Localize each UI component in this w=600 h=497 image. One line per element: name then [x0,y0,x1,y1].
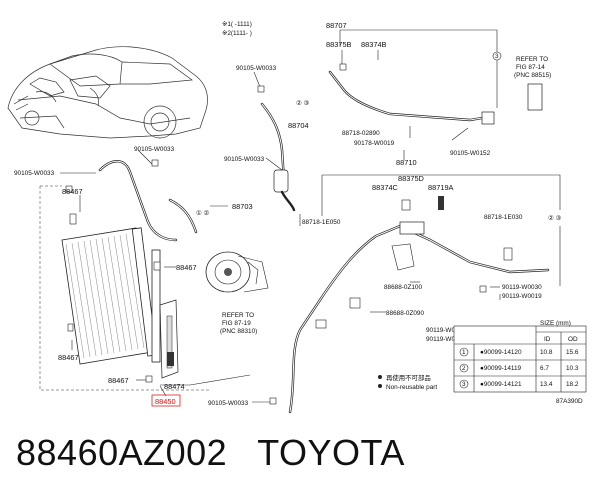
part-88710: 88710 [396,158,417,167]
part-88707: 88707 [326,21,347,30]
svg-text:再使用不可部品: 再使用不可部品 [386,373,431,382]
car-front-illustration [7,46,208,139]
refer-to-notes: REFER TO FIG 87-14 (PNC 88515) REFER TO … [220,56,551,335]
part-88688-0z090: 88688-0Z090 [386,310,424,317]
part-88375b: 88375B [326,40,352,49]
part-90119-w0019-a: 90119-W0019 [502,293,542,300]
svg-text:OD: OD [568,336,578,343]
part-number: 88460AZ002 [16,432,228,473]
condenser-assembly [61,213,179,383]
part-88374b: 88374B [361,40,387,49]
svg-text:FIG 87-14: FIG 87-14 [516,64,545,71]
svg-text:3: 3 [495,53,499,60]
marker-1: ② ③ [296,100,309,107]
svg-text:●90099-14119: ●90099-14119 [480,365,522,372]
part-90119-w0019-b: 90119-W0019 [426,336,466,343]
marker-2: ① ② [196,210,209,217]
part-90105-w0152: 90105-W0152 [450,150,491,157]
svg-text:1: 1 [462,349,466,356]
svg-text:REFER TO: REFER TO [222,312,254,319]
svg-text:3: 3 [462,381,466,388]
part-88719a: 88719A [428,183,454,192]
svg-text:6.7: 6.7 [540,365,549,372]
brand-name: TOYOTA [257,432,405,473]
svg-text:13.4: 13.4 [540,381,553,388]
svg-text:10.8: 10.8 [540,349,553,356]
highlight-88450 [151,394,181,407]
part-88718-1e030: 88718-1E030 [484,214,523,221]
part-88474: 88474 [164,382,185,391]
svg-text:(PNC 88310): (PNC 88310) [220,328,257,335]
svg-text:2: 2 [462,365,466,372]
part-88704: 88704 [288,121,309,130]
svg-text:15.6: 15.6 [566,349,579,356]
part-88467: 88467 [62,187,83,196]
part-90105-w0033-c: 90105-W0033 [14,170,55,177]
part-90105-w0033-e: 90105-W0033 [208,400,249,407]
date-note-2: ※2(1111- ) [222,30,252,37]
date-note-1: ※1( -1111) [222,21,252,28]
part-88374c: 88374C [372,183,399,192]
part-labels: 88707 ※1( -1111) ※2(1111- ) 88375B 88374… [14,21,542,407]
legend: 再使用不可部品 Non-reusable part [378,373,437,391]
svg-text:●90099-14121: ●90099-14121 [480,381,522,388]
part-88718-02890: 88718-02890 [342,130,380,137]
part-90119-w0030-b: 90119-W0030 [426,327,466,334]
part-90105-w0033: 90105-W0033 [236,65,277,72]
part-90105-w0033-b: 90105-W0033 [134,146,175,153]
size-markers: 3 ② ③ ① ② ② ③ [196,51,561,222]
part-88688-0z100: 88688-0Z100 [384,284,422,291]
svg-text:ID: ID [544,336,551,343]
svg-text:10.3: 10.3 [566,365,579,372]
part-90119-w0030-a: 90119-W0030 [502,284,542,291]
part-90178-w0019: 90178-W0019 [354,140,395,147]
figure-code: 87A390D [556,398,583,405]
compressor [205,251,269,293]
svg-text:Non-reusable part: Non-reusable part [386,384,437,391]
svg-text:REFER TO: REFER TO [516,56,548,63]
part-88703: 88703 [232,202,253,211]
svg-text:SIZE (mm): SIZE (mm) [540,320,571,327]
part-88450: 88450 [155,397,176,406]
svg-text:(PNC 88515): (PNC 88515) [514,72,551,79]
svg-text:●90099-14120: ●90099-14120 [480,349,522,356]
refrigerant-pipes [98,70,550,414]
part-88467-b: 88467 [176,263,197,272]
size-table: SIZE (mm) ID OD 1 ●90099-14120 10.8 15.6… [453,320,587,393]
part-88467-d: 88467 [108,376,129,385]
part-88467-c: 88467 [58,353,79,362]
part-88375d: 88375D [398,174,424,183]
ac-parts-diagram: 88707 ※1( -1111) ※2(1111- ) 88375B 88374… [7,21,587,414]
marker-3: ② ③ [548,215,561,222]
caption: 88460AZ002 TOYOTA [16,432,405,474]
svg-text:FIG 87-19: FIG 87-19 [222,320,251,327]
svg-text:18.2: 18.2 [566,381,579,388]
part-90105-w0033-d: 90105-W0033 [224,156,265,163]
part-88718-1e050: 88718-1E050 [302,219,341,226]
